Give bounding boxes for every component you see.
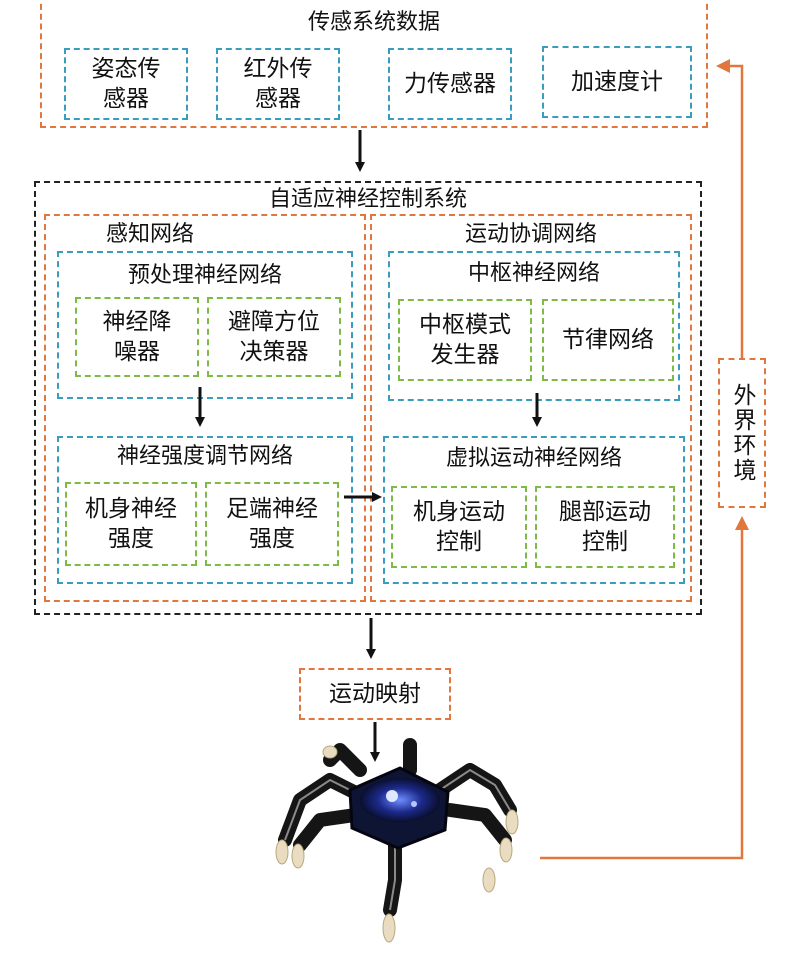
sensor-force: 力传感器 [388,48,512,120]
obstacle-avoid-decider: 避障方位 决策器 [207,297,341,377]
central-network-box: 中枢神经网络 中枢模式 发生器 节律网络 [388,251,680,401]
preprocess-network-box: 预处理神经网络 神经降 噪器 避障方位 决策器 [57,251,353,399]
external-environment-box: 外界环境 [718,358,766,508]
motion-network-box: 运动协调网络 [370,214,692,602]
perception-network-box: 感知网络 [44,214,366,602]
sensor-system-title: 传感系统数据 [307,10,440,35]
central-pattern-generator: 中枢模式 发生器 [398,299,532,381]
intensity-network-title: 神经强度调节网络 [116,444,293,469]
neural-denoiser: 神经降 噪器 [75,297,199,377]
external-environment-label: 外界环境 [729,383,755,483]
motion-mapping-box: 运动映射 [299,668,451,720]
sensor-infrared: 红外传 感器 [216,48,340,120]
perception-network-title: 感知网络 [105,222,194,247]
foot-neural-intensity: 足端神经 强度 [205,482,339,566]
sensor-system-box: 传感系统数据 姿态传 感器 红外传 感器 力传感器 加速度计 [40,0,708,128]
body-motion-control: 机身运动 控制 [391,486,527,568]
virtual-motion-network-box: 虚拟运动神经网络 机身运动 控制 腿部运动 控制 [383,436,685,584]
sensor-accelerometer: 加速度计 [542,46,692,118]
preprocess-network-title: 预处理神经网络 [127,263,282,288]
arrow-environment-to-sensor [716,59,744,358]
body-neural-intensity: 机身神经 强度 [65,482,197,566]
hexapod-robot-image [275,738,519,943]
adaptive-control-box: 自适应神经控制系统 [34,181,702,615]
sensor-attitude: 姿态传 感器 [64,48,188,120]
motion-network-title: 运动协调网络 [464,222,597,247]
adaptive-control-title: 自适应神经控制系统 [268,187,467,212]
rhythm-network: 节律网络 [542,299,674,381]
virtual-motion-network-title: 虚拟运动神经网络 [445,446,622,471]
leg-motion-control: 腿部运动 控制 [535,486,675,568]
intensity-network-box: 神经强度调节网络 机身神经 强度 足端神经 强度 [57,436,353,584]
central-network-title: 中枢神经网络 [467,261,600,286]
arrow-robot-to-environment [540,516,749,860]
